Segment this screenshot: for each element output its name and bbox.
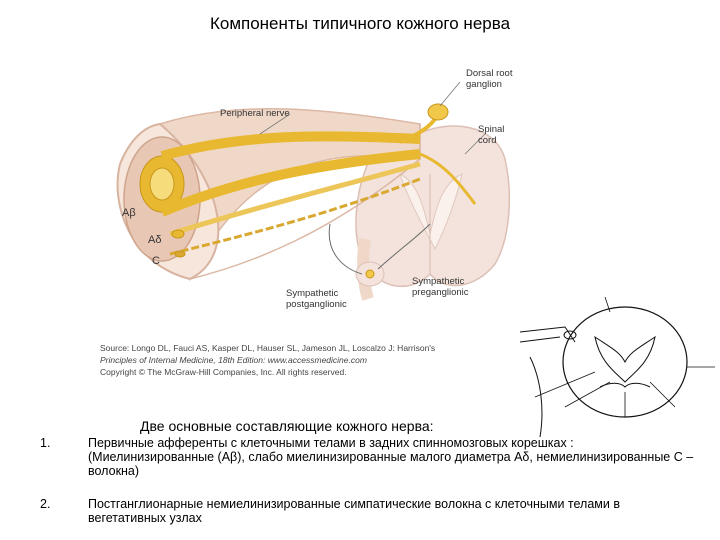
subtitle: Две основные составляющие кожного нерва: [140, 418, 434, 434]
sympathetic-ganglion-graphic [328, 223, 431, 301]
label-a-delta: Aδ [148, 234, 162, 246]
list-item-number: 2. [40, 497, 51, 511]
nerve-diagram-graphic [116, 81, 511, 301]
spinal-cord-cross-section-sketch [515, 287, 720, 442]
label-spinal-cord: Spinal cord [478, 124, 505, 146]
label-c-fiber: C [152, 255, 160, 267]
label-sympathetic-preganglionic: Sympathetic preganglionic [412, 276, 469, 298]
source-line-1: Source: Longo DL, Fauci AS, Kasper DL, H… [100, 343, 436, 353]
list-item-number: 1. [40, 436, 51, 450]
label-sympathetic-postganglionic: Sympathetic postganglionic [286, 288, 347, 310]
label-leaders [259, 81, 486, 155]
slide-title: Компоненты типичного кожного нерва [209, 14, 511, 33]
list-item-text: Постганглионарные немиелинизированные си… [88, 497, 620, 525]
label-a-beta: Aβ [122, 207, 136, 219]
copyright: Copyright © The McGraw-Hill Companies, I… [100, 367, 347, 377]
dorsal-root-graphic [399, 103, 477, 205]
source-line-2: Principles of Internal Medicine, 18th Ed… [100, 355, 367, 365]
sketch-graphic [515, 287, 720, 442]
source-citation: Source: Longo DL, Fauci AS, Kasper DL, H… [100, 342, 435, 378]
label-dorsal-root-ganglion: Dorsal root ganglion [466, 68, 513, 90]
fiber-bundle [139, 131, 421, 258]
list-item-text: Первичные афференты с клеточными телами … [88, 436, 694, 478]
label-peripheral-nerve: Peripheral nerve [220, 108, 290, 119]
nerve-illustration: Dorsal root ganglion Peripheral nerve Sp… [100, 64, 513, 386]
